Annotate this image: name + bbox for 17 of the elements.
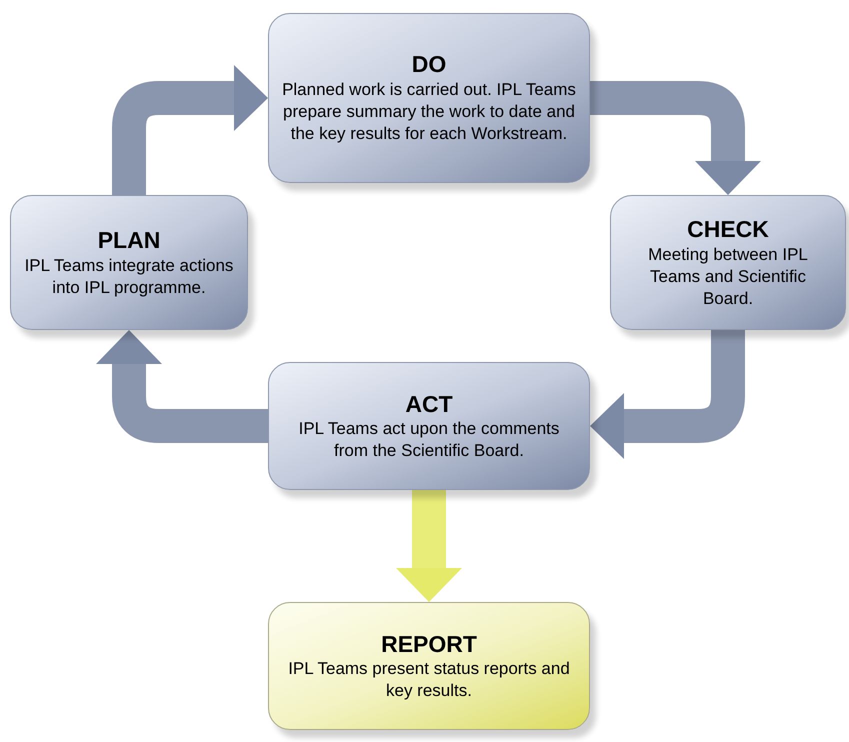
step-heading: ACT — [405, 390, 453, 418]
step-description: IPL Teams present status reports and key results. — [287, 658, 571, 702]
step-box — [10, 195, 248, 330]
block-arrow — [396, 490, 462, 602]
step-heading: REPORT — [381, 630, 477, 658]
step-box — [610, 195, 846, 330]
step-box — [268, 13, 590, 183]
step-heading: CHECK — [687, 214, 769, 244]
step-description: IPL Teams integrate actions into IPL programme. — [24, 254, 234, 299]
block-arrow — [590, 81, 761, 195]
step-description: IPL Teams act upon the comments from the Scientific Board. — [298, 418, 560, 462]
step-description: Meeting between IPL Teams and Scientific Board. — [647, 244, 809, 310]
step-box — [268, 362, 590, 490]
step-description: Planned work is carried out. IPL Teams prepare summary the work to date and the key results for each Workstream. — [281, 79, 577, 146]
step-heading: PLAN — [98, 226, 160, 255]
step-heading: DO — [412, 50, 446, 80]
step-box — [268, 602, 590, 730]
